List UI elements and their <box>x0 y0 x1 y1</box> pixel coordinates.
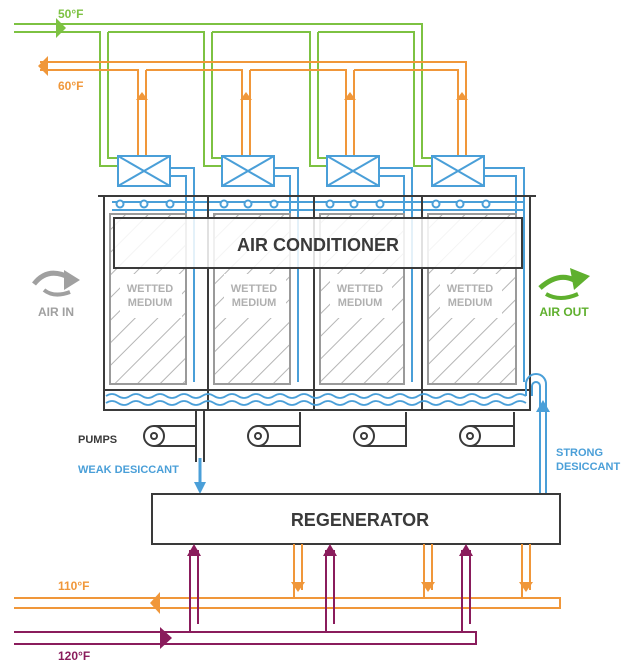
wetted-medium-label-4: WETTED MEDIUM <box>447 283 493 309</box>
svg-text:WETTED: WETTED <box>337 283 383 295</box>
strong-desiccant-pipe <box>525 373 550 494</box>
warm-water-return-pipes <box>38 56 468 156</box>
heat-exchanger-2 <box>221 155 275 187</box>
svg-text:WETTED: WETTED <box>447 283 493 295</box>
wetted-medium-label-1: WETTED MEDIUM <box>127 283 173 309</box>
heat-exchanger-1 <box>117 155 171 187</box>
heat-exchanger-4 <box>431 155 485 187</box>
cool-water-in-label: 50°F <box>58 7 83 21</box>
svg-text:AIR CONDITIONER: AIR CONDITIONER <box>237 235 399 255</box>
strong-desiccant-label: STRONG <box>556 447 603 459</box>
weak-desiccant-pipe <box>195 410 205 462</box>
air-out-label: AIR OUT <box>539 305 589 319</box>
air-out-arrow-icon <box>538 268 590 300</box>
strong-desiccant-label-2: DESICCANT <box>556 461 620 473</box>
svg-text:MEDIUM: MEDIUM <box>232 297 277 309</box>
svg-text:MEDIUM: MEDIUM <box>448 297 493 309</box>
air-conditioner-banner: AIR CONDITIONER <box>113 217 523 269</box>
wetted-medium-label-3: WETTED MEDIUM <box>337 283 383 309</box>
pump-2 <box>247 412 301 447</box>
hot-water-supply-label: 120°F <box>58 649 90 663</box>
svg-text:MEDIUM: MEDIUM <box>128 297 173 309</box>
weak-desiccant-arrow <box>194 458 206 494</box>
air-in-label: AIR IN <box>38 305 74 319</box>
cool-water-out-label: 60°F <box>58 79 83 93</box>
pump-1 <box>143 412 197 447</box>
hot-water-return-pipes <box>14 544 561 614</box>
pump-4 <box>459 412 515 447</box>
svg-text:REGENERATOR: REGENERATOR <box>291 510 429 530</box>
svg-text:MEDIUM: MEDIUM <box>338 297 383 309</box>
weak-desiccant-label: WEAK DESICCANT <box>78 464 179 476</box>
svg-text:WETTED: WETTED <box>127 283 173 295</box>
hot-water-supply-pipes <box>14 544 477 649</box>
chilled-water-supply-pipes <box>14 18 432 167</box>
desiccant-sump-waves <box>105 393 527 406</box>
air-in-arrow-icon <box>32 270 80 297</box>
desiccant-distribution-pipes <box>112 167 525 382</box>
hot-water-return-label: 110°F <box>58 579 90 593</box>
wetted-medium-label-2: WETTED MEDIUM <box>231 283 277 309</box>
svg-text:WETTED: WETTED <box>231 283 277 295</box>
spray-nozzles <box>115 199 491 209</box>
pump-3 <box>353 412 407 447</box>
pumps-label: PUMPS <box>78 434 117 446</box>
heat-exchanger-3 <box>326 155 380 187</box>
regenerator-box: REGENERATOR <box>151 493 561 545</box>
